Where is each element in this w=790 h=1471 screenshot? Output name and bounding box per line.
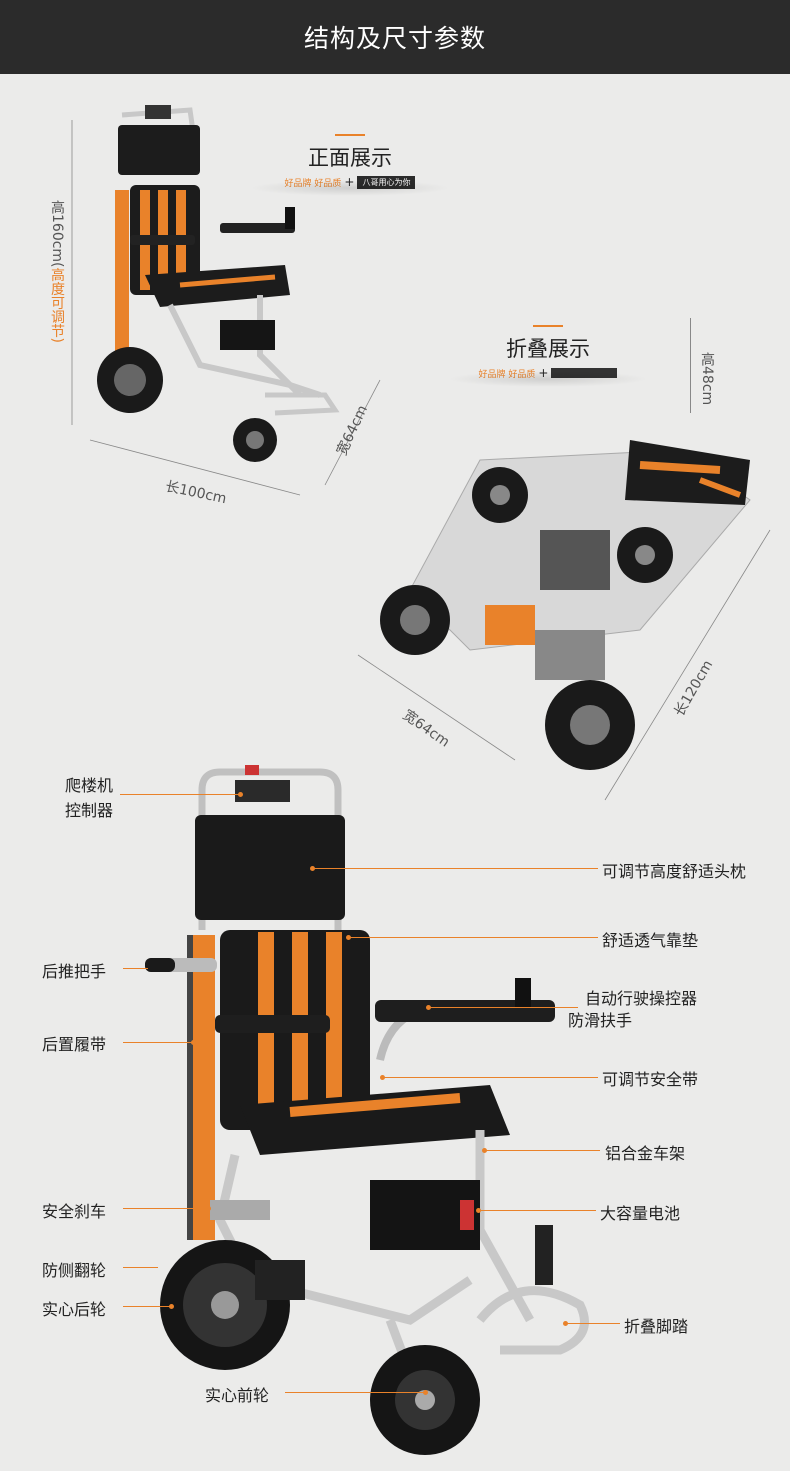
leader-dot-cushion [346, 935, 351, 940]
part-label-rear-wheel: 实心后轮 [42, 1300, 107, 1319]
part-label-headrest: 可调节高度舒适头枕 [602, 862, 747, 881]
page-header: 结构及尺寸参数 [0, 0, 790, 74]
leader-dot-joystick-armrest [426, 1005, 431, 1010]
part-label-brake: 安全刹车 [42, 1202, 107, 1221]
front-view-title: 正面展示 [308, 146, 392, 170]
leader-anti-tip [123, 1267, 158, 1268]
folded-plus-sign: + [538, 366, 548, 380]
leader-dot-rear-wheel [169, 1304, 174, 1309]
leader-push-handle [123, 968, 148, 969]
front-title-accent-bar [335, 134, 365, 136]
leader-rear-track [123, 1042, 193, 1043]
front-height-note: 高度可调节) [49, 267, 65, 343]
part-label-joystick: 自动行驶操控器 [585, 989, 698, 1008]
front-height-label: 高160cm(高度可调节) [47, 200, 67, 343]
leader-frame [484, 1150, 600, 1151]
leader-dot-stair-controller [238, 792, 243, 797]
front-view-wheelchair-image [71, 105, 381, 496]
folded-title-accent-bar [533, 325, 563, 327]
part-label-footrest: 折叠脚踏 [624, 1317, 689, 1336]
front-brand-text: 好品牌 好品质 [285, 176, 342, 189]
folded-view-title-block: 折叠展示 好品牌 好品质 + [448, 325, 648, 387]
folded-height-line [690, 318, 691, 413]
part-label-anti-tip: 防侧翻轮 [42, 1261, 107, 1280]
front-height-value: 高160cm( [49, 200, 65, 268]
leader-dot-front-wheel [423, 1390, 428, 1395]
leader-joystick-armrest [428, 1007, 578, 1008]
folded-view-subtitle: 好品牌 好品质 + [468, 366, 628, 380]
leader-dot-battery [476, 1208, 481, 1213]
part-label-push-handle: 后推把手 [42, 962, 107, 981]
leader-brake [123, 1208, 208, 1209]
leader-dot-headrest [310, 866, 315, 871]
leader-dot-footrest [563, 1321, 568, 1326]
leader-rear-wheel [123, 1306, 171, 1307]
part-label-battery: 大容量电池 [600, 1204, 681, 1223]
front-tag-text: 八哥用心为你 [357, 175, 416, 189]
folded-height-label: 高48cm [699, 352, 715, 406]
part-label-cushion: 舒适透气靠垫 [602, 931, 699, 950]
leader-seat-belt [382, 1077, 598, 1078]
folded-tag-bar [551, 368, 618, 378]
leader-dot-seat-belt [380, 1075, 385, 1080]
front-title-shadow [250, 180, 450, 196]
leader-dot-frame [482, 1148, 487, 1153]
leader-front-wheel [285, 1392, 425, 1393]
leader-dot-brake [206, 1206, 211, 1211]
part-label-front-wheel: 实心前轮 [205, 1386, 270, 1405]
folded-brand-text: 好品牌 好品质 [479, 367, 536, 380]
front-view-subtitle: 好品牌 好品质 + 八哥用心为你 [270, 175, 430, 189]
folded-view-title: 折叠展示 [506, 337, 590, 361]
leader-cushion [348, 937, 598, 938]
leader-stair-controller [120, 794, 240, 795]
part-label-frame: 铝合金车架 [605, 1144, 686, 1163]
folded-title-shadow [448, 371, 648, 387]
part-label-rear-track: 后置履带 [42, 1035, 107, 1054]
part-label-armrest: 防滑扶手 [568, 1011, 633, 1030]
part-label-stair-controller-2: 控制器 [65, 801, 114, 820]
front-plus-sign: + [344, 175, 354, 189]
part-label-seat-belt: 可调节安全带 [602, 1070, 699, 1089]
leader-headrest [312, 868, 598, 869]
front-view-title-block: 正面展示 好品牌 好品质 + 八哥用心为你 [250, 134, 450, 196]
leader-battery [478, 1210, 596, 1211]
detail-wheelchair-image [145, 765, 589, 1455]
folded-wheelchair-image [357, 440, 771, 801]
leader-footrest [565, 1323, 620, 1324]
page-title: 结构及尺寸参数 [303, 24, 486, 53]
leader-dot-rear-track [191, 1040, 196, 1045]
part-label-stair-controller-1: 爬楼机 [65, 776, 114, 795]
